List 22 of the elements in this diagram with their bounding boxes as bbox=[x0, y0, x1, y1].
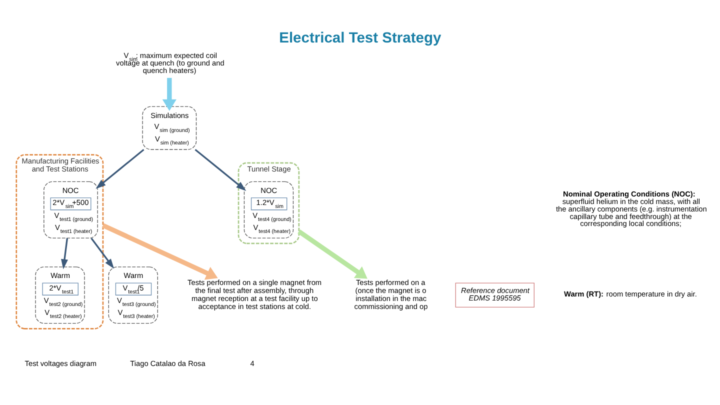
arrow bbox=[96, 148, 144, 189]
node-box: Warm V$_{test1}$/5 V$_{test3 (ground)}$ V$_{test3 (heater)}$ bbox=[108, 266, 158, 324]
node-box: Reference document EDMS 1995595 bbox=[455, 282, 534, 308]
node-box: NOC 1.2*V$_{sim}$ V$_{test4 (ground)}$ V$_{test4 (heater)}$ bbox=[244, 181, 294, 238]
node-text: V$_{sim}$: maximum expected coil voltage at quench (to ground and quench heaters) bbox=[116, 51, 224, 75]
label: Tiago Catalao da Rosa bbox=[130, 359, 206, 368]
diagram-title: Electrical Test Strategy bbox=[279, 30, 442, 47]
label: Test voltages diagram bbox=[24, 359, 97, 368]
arrow bbox=[298, 229, 368, 279]
label: 4 bbox=[250, 359, 254, 368]
arrow bbox=[102, 223, 218, 280]
node-box: NOC 2*V$_{sim}$+500 V$_{test1 (ground)}$ V$_{test1 (heater)}$ bbox=[44, 181, 98, 238]
node-box: Warm 2*V$_{test1}$ V$_{test2 (ground)}$ V$_{test2 (heater)}$ bbox=[35, 266, 85, 324]
arrow bbox=[194, 148, 246, 191]
node-text: Tests performed on a (once the magnet is o installation in the mac commissioning and op bbox=[354, 278, 428, 312]
node-text: Tests performed on a single magnet from the final test after assembly, through magnet reception at a test facility up to acceptance in test stations at cold. bbox=[188, 278, 322, 312]
arrow bbox=[61, 238, 68, 270]
label: Nominal Operating Conditions (NOC): superfluid helium in the cold mass, with all the ancillary components (e.g. instrumentation capillary tube and feedthrough) at the corresponding local conditions; bbox=[556, 190, 707, 228]
arrow bbox=[162, 78, 176, 111]
node-box: Simulations V$_{sim (ground)}$ V$_{sim (heater)}$ bbox=[142, 106, 197, 150]
arrow bbox=[90, 238, 114, 269]
label: Warm (RT): room temperature in dry air. bbox=[564, 289, 697, 298]
